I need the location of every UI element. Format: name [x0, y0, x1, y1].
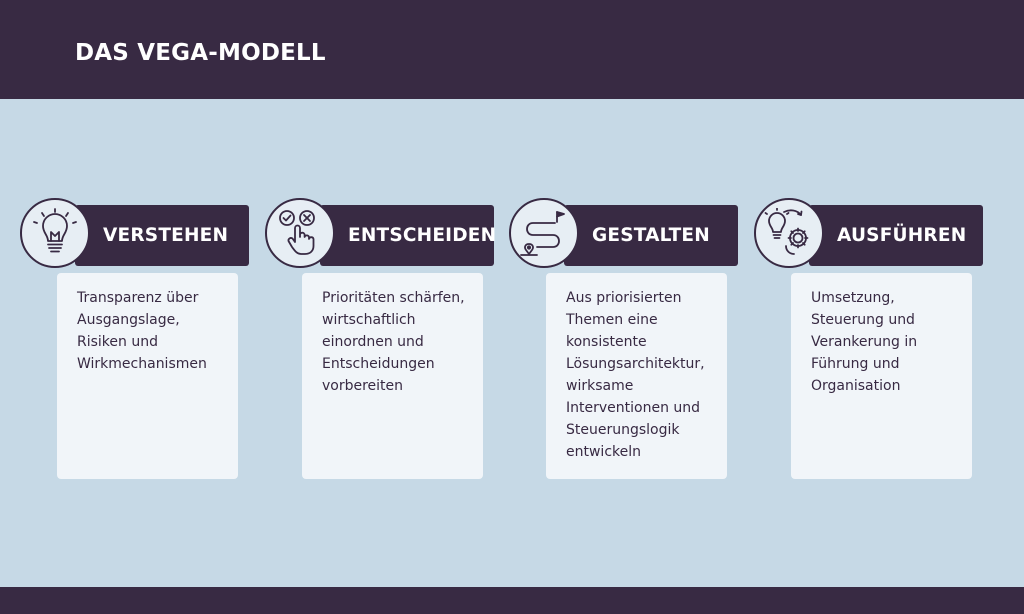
- step-gestalten: GESTALTEN Aus priorisierten Themen eine …: [509, 198, 741, 480]
- header-band: DAS VEGA-MODELL: [0, 0, 1024, 99]
- step-header: AUSFÜHREN: [809, 205, 983, 266]
- step-entscheiden: ENTSCHEIDEN Prioritäten schärfen, wirtsc…: [265, 198, 497, 480]
- step-header: GESTALTEN: [564, 205, 738, 266]
- step-description: Prioritäten schärfen, wirtschaftlich ein…: [322, 290, 465, 394]
- step-ausfuehren: AUSFÜHREN Umsetzung, Steuerung und Veran…: [754, 198, 986, 480]
- step-verstehen: VERSTEHEN Transparenz über Ausgangslage,…: [20, 198, 252, 480]
- decision-choice-icon: [279, 210, 315, 255]
- step-card: Transparenz über Ausgangslage, Risiken u…: [57, 273, 238, 479]
- route-map-icon: [520, 211, 565, 256]
- footer-band: [0, 587, 1024, 614]
- step-card: Umsetzung, Steuerung und Verankerung in …: [791, 273, 972, 479]
- step-description: Aus priorisierten Themen eine konsistent…: [566, 290, 705, 460]
- step-title: VERSTEHEN: [103, 225, 229, 246]
- step-icon-circle: [265, 198, 335, 268]
- step-title: AUSFÜHREN: [837, 225, 967, 246]
- page-title: DAS VEGA-MODELL: [75, 40, 326, 66]
- step-icon-circle: [20, 198, 90, 268]
- step-card: Prioritäten schärfen, wirtschaftlich ein…: [302, 273, 483, 479]
- step-header: ENTSCHEIDEN: [320, 205, 497, 266]
- step-title: GESTALTEN: [592, 225, 710, 246]
- idea-gear-icon: [764, 208, 809, 255]
- step-title: ENTSCHEIDEN: [348, 225, 497, 246]
- step-icon-circle: [509, 198, 579, 268]
- step-header: VERSTEHEN: [75, 205, 249, 266]
- step-icon-circle: [754, 198, 824, 268]
- lightbulb-icon: [33, 208, 77, 253]
- step-card: Aus priorisierten Themen eine konsistent…: [546, 273, 727, 479]
- step-description: Umsetzung, Steuerung und Verankerung in …: [811, 290, 918, 394]
- step-description: Transparenz über Ausgangslage, Risiken u…: [77, 290, 207, 372]
